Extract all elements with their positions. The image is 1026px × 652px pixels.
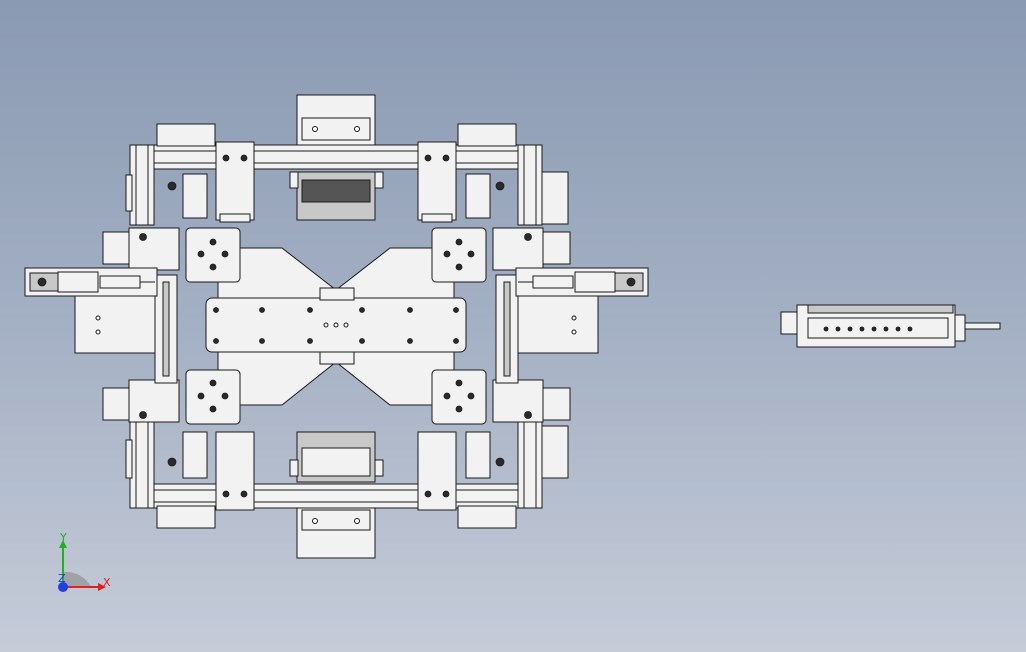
- corner-blocks-top: [125, 123, 569, 225]
- left-cylinder: [24, 267, 158, 297]
- z-axis-label: Z: [58, 572, 66, 585]
- coordinate-triad-icon: Y X Z: [58, 531, 111, 592]
- top-gripper: [289, 94, 384, 221]
- x-axis-label: X: [103, 576, 111, 589]
- corner-blocks-bottom: [125, 425, 569, 529]
- center-base-plate: [185, 227, 487, 425]
- side-plates: [74, 227, 599, 423]
- right-cylinder: [515, 267, 649, 297]
- bottom-gripper: [289, 431, 384, 559]
- linear-actuator: [780, 304, 1001, 348]
- frame-rails: [129, 144, 543, 509]
- y-axis-label: Y: [59, 531, 67, 544]
